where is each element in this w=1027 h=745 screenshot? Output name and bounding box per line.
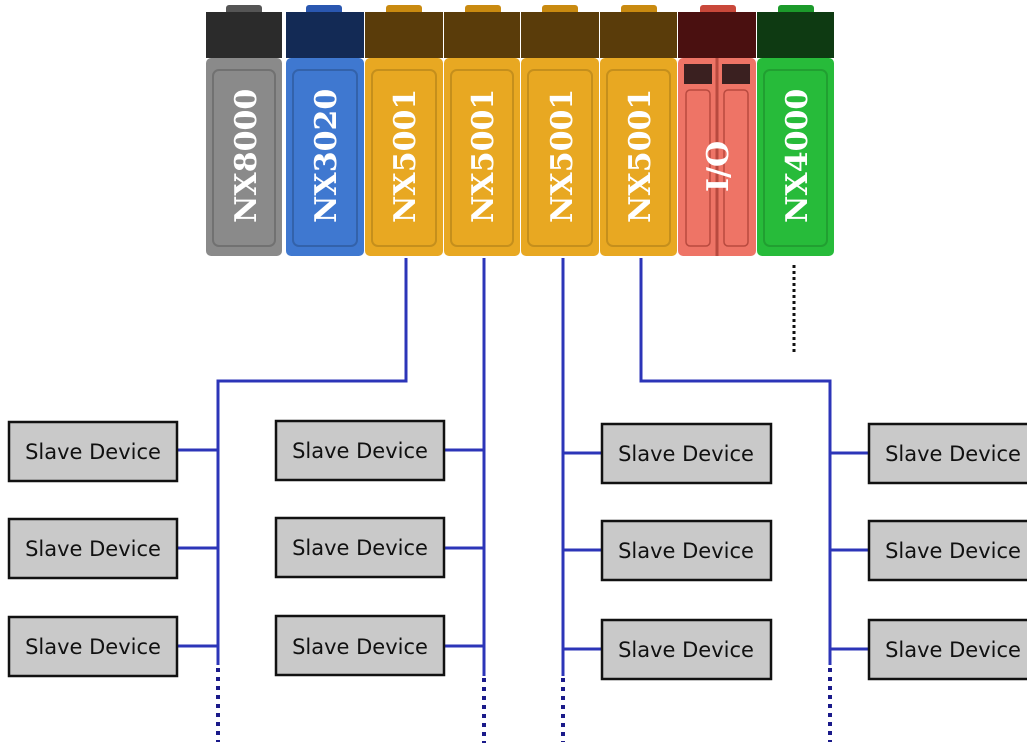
terminal-block-icon <box>722 64 750 84</box>
module-label: NX5001 <box>545 89 580 223</box>
module-nx5001-1[interactable]: NX5001 <box>365 5 443 256</box>
module-label: NX5001 <box>388 89 423 223</box>
slave-device[interactable]: Slave Device <box>867 618 1027 681</box>
module-nx8000[interactable]: NX8000 <box>206 5 282 256</box>
slave-device[interactable]: Slave Device <box>7 420 179 483</box>
module-top-cap <box>757 12 834 58</box>
module-top-cap <box>206 12 282 58</box>
bus-network-1: Slave Device Slave Device Slave Device <box>7 258 408 742</box>
module-body <box>206 58 282 256</box>
slave-device[interactable]: Slave Device <box>274 419 446 482</box>
module-nx3020[interactable]: NX3020 <box>286 5 364 256</box>
slave-device[interactable]: Slave Device <box>600 618 773 681</box>
module-label: NX5001 <box>466 89 501 223</box>
bus-network-3: Slave Device Slave Device Slave Device <box>561 258 773 742</box>
module-nx4000[interactable]: NX4000 <box>757 5 834 256</box>
module-top-cap <box>286 12 364 58</box>
module-top-cap <box>600 12 677 58</box>
module-io[interactable]: I/O <box>678 5 756 256</box>
slave-device-label: Slave Device <box>292 635 428 659</box>
module-label: NX8000 <box>229 89 264 223</box>
bus-network-2: Slave Device Slave Device Slave Device <box>274 258 486 743</box>
slave-device-label: Slave Device <box>885 539 1021 563</box>
module-label: NX5001 <box>623 89 658 223</box>
module-body <box>286 58 364 256</box>
slave-device-label: Slave Device <box>25 635 161 659</box>
module-label: NX3020 <box>309 89 344 223</box>
slave-device-label: Slave Device <box>885 638 1021 662</box>
module-body <box>521 58 599 256</box>
slave-device[interactable]: Slave Device <box>274 614 446 677</box>
slave-device-label: Slave Device <box>618 539 754 563</box>
module-top-cap <box>444 12 520 58</box>
slave-device[interactable]: Slave Device <box>7 517 179 580</box>
module-label: I/O <box>701 141 736 192</box>
bus-line <box>639 258 832 665</box>
module-nx5001-2[interactable]: NX5001 <box>444 5 520 256</box>
slave-device[interactable]: Slave Device <box>867 519 1027 582</box>
module-top-cap <box>678 12 756 58</box>
slave-device-label: Slave Device <box>25 537 161 561</box>
slave-device[interactable]: Slave Device <box>274 516 446 579</box>
module-body <box>600 58 677 256</box>
slave-device-label: Slave Device <box>25 440 161 464</box>
module-body <box>444 58 520 256</box>
slave-device[interactable]: Slave Device <box>867 422 1027 485</box>
slave-device[interactable]: Slave Device <box>7 615 179 678</box>
slave-device-label: Slave Device <box>292 536 428 560</box>
module-body <box>365 58 443 256</box>
module-label: NX4000 <box>780 89 815 223</box>
slave-device-label: Slave Device <box>885 442 1021 466</box>
module-nx5001-4[interactable]: NX5001 <box>600 5 677 256</box>
module-body <box>757 58 834 256</box>
slave-device[interactable]: Slave Device <box>600 422 773 485</box>
module-top-cap <box>365 12 443 58</box>
slave-device[interactable]: Slave Device <box>600 519 773 582</box>
terminal-block-icon <box>684 64 712 84</box>
slave-device-label: Slave Device <box>618 442 754 466</box>
module-rack: NX8000 NX3020 NX5001 NX5001 <box>206 5 834 355</box>
slave-device-label: Slave Device <box>618 638 754 662</box>
module-top-cap <box>521 12 599 58</box>
slave-device-label: Slave Device <box>292 439 428 463</box>
module-nx5001-3[interactable]: NX5001 <box>521 5 599 256</box>
bus-line <box>216 258 408 665</box>
bus-network-4: Slave Device Slave Device Slave Device <box>639 258 1027 742</box>
